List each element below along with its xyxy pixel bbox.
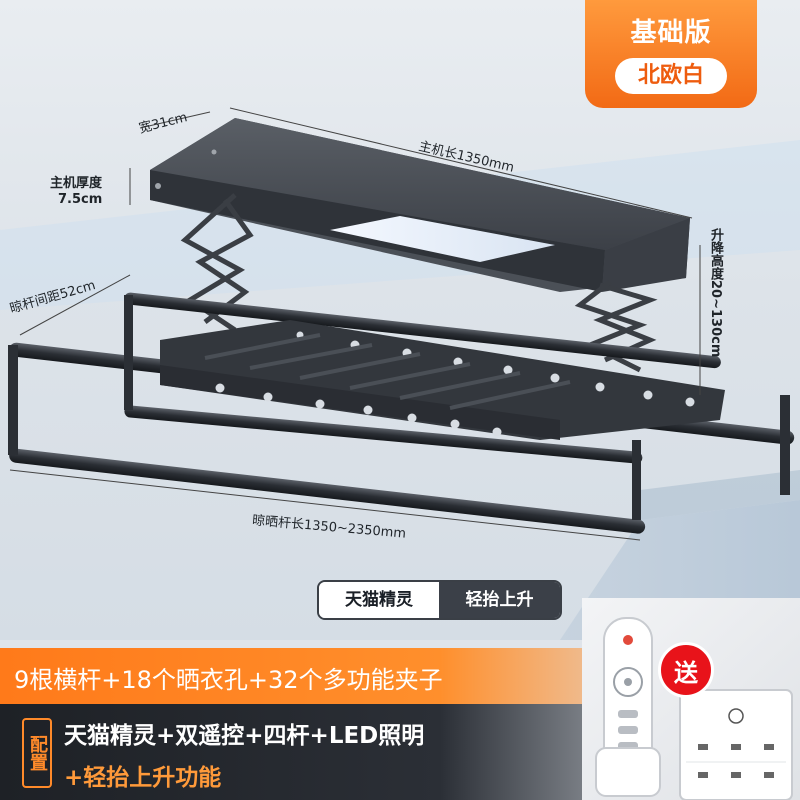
config-tag: 配置 (22, 718, 52, 788)
host-thickness-value: 7.5cm (58, 192, 103, 207)
edition-title: 基础版 (630, 18, 712, 48)
lift-height-dimension-label: 升降高度20~130cm (708, 228, 723, 358)
wall-control-panel-icon (679, 689, 793, 800)
gift-badge: 送 (658, 642, 714, 698)
edition-badge: 基础版 北欧白 (585, 0, 757, 108)
edition-color-label: 北欧白 (615, 58, 727, 94)
gift-accessories (582, 598, 800, 800)
feature-pill-tmall-genie: 天猫精灵 (319, 582, 439, 618)
config-line-1: 天猫精灵+双遥控+四杆+LED照明 (64, 723, 425, 749)
headline-text: 9根横杆+18个晒衣孔+32个多功能夹子 (14, 666, 443, 694)
config-line-2: +轻抬上升功能 (64, 765, 222, 791)
feature-pill-group: 天猫精灵 轻抬上升 (317, 580, 562, 620)
host-thickness-label: 主机厚度 (50, 176, 103, 191)
room-background (8, 107, 800, 640)
feature-pill-easy-lift: 轻抬上升 (439, 582, 560, 618)
remote-control-icon (595, 617, 661, 797)
product-scene: 基础版 北欧白 宽31cm 主机长1350mm 主机厚度 7.5cm 升降高度2… (0, 0, 800, 640)
